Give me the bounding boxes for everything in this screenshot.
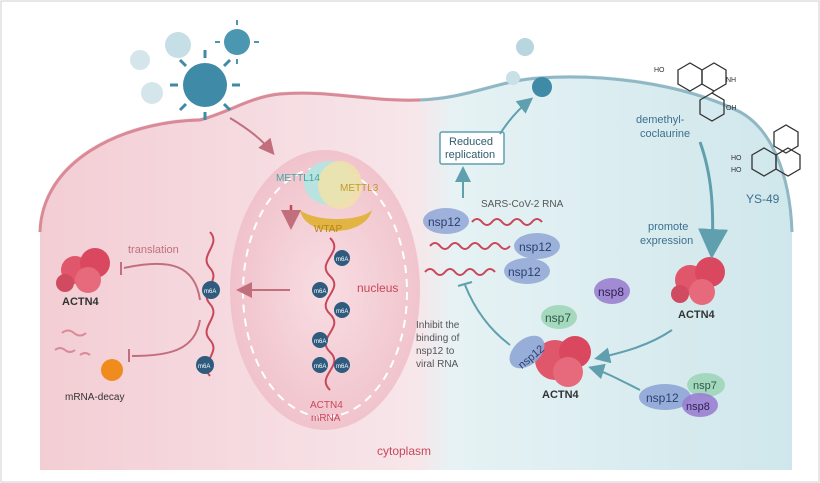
virus-icon	[165, 32, 191, 58]
nucleus-label: nucleus	[357, 281, 398, 295]
demethyl-oh-label: OH	[726, 105, 737, 112]
m6a-mark: m6A	[334, 302, 350, 318]
mrna-fragments	[54, 329, 91, 356]
inhibit-label-1: Inhibit the	[416, 320, 460, 331]
promote-label-1: promote	[648, 221, 688, 233]
cell-membrane-right	[419, 75, 794, 233]
inhibit-bar	[457, 281, 473, 287]
svg-text:m6A: m6A	[336, 309, 348, 315]
ys49-ho-label: HO	[731, 155, 742, 162]
actn4-left-label: ACTN4	[62, 296, 100, 308]
ys49-ho-label-2: HO	[731, 167, 742, 174]
nsp7-protein: nsp7	[541, 305, 577, 329]
svg-text:m6A: m6A	[314, 364, 326, 370]
nuclear-mrna	[324, 237, 336, 391]
m6a-mark: m6A	[312, 282, 328, 298]
svg-text:m6A: m6A	[204, 289, 216, 295]
ys49-structure	[751, 124, 801, 177]
nsp12-protein: nsp12	[423, 208, 469, 234]
svg-text:m6A: m6A	[198, 364, 210, 370]
virus-icon	[141, 82, 163, 104]
m6a-mark: m6A	[312, 357, 328, 373]
svg-text:m6A: m6A	[336, 364, 348, 370]
wtap-label: WTAP	[314, 224, 342, 235]
mrna-decay-label: mRNA-decay	[65, 392, 124, 403]
m6a-mark: m6A	[196, 356, 214, 374]
translation-label: translation	[128, 244, 179, 256]
svg-text:nsp12: nsp12	[646, 391, 679, 405]
virus-icon	[215, 20, 259, 64]
reduced-label-2: replication	[445, 149, 495, 161]
nsp-complex: nsp12 nsp7 nsp8	[639, 373, 725, 417]
m6a-mark: m6A	[312, 332, 328, 348]
demethyl-nh-label: NH	[726, 77, 736, 84]
mettl14-label: METTL14	[276, 173, 320, 184]
nsp12-protein: nsp12	[514, 233, 560, 259]
demethyl-ho-label: HO	[654, 67, 665, 74]
svg-text:nsp7: nsp7	[545, 311, 571, 325]
mettl3-label: METTL3	[340, 183, 379, 194]
actn4-nsp12-complex: nsp12	[509, 335, 591, 387]
virus-icon	[516, 38, 534, 56]
inhibit-label-3: nsp12 to	[416, 346, 455, 357]
inhibit-label-4: viral RNA	[416, 359, 459, 370]
actn4-protein-left	[56, 248, 110, 293]
virus-icon	[506, 71, 520, 85]
nsp12-protein: nsp12	[504, 258, 550, 284]
svg-text:m6A: m6A	[314, 339, 326, 345]
cell-membrane-left	[38, 91, 421, 233]
translation-arrow	[123, 262, 201, 301]
m6a-mark: m6A	[334, 357, 350, 373]
viral-rna-strands	[424, 218, 543, 276]
complex-arrow	[588, 363, 641, 391]
demethyl-label-2: coclaurine	[640, 128, 690, 140]
sars-rna-label: SARS-CoV-2 RNA	[481, 199, 564, 210]
cytoplasm-mrna	[205, 231, 215, 377]
reduced-replication-box	[439, 131, 505, 165]
virus-cluster-right	[506, 38, 552, 97]
actn4-mrna-label-1: ACTN4	[310, 400, 343, 411]
svg-text:nsp7: nsp7	[693, 380, 717, 392]
reduced-label-1: Reduced	[449, 136, 493, 148]
wtap-protein	[300, 210, 372, 231]
virus-icon	[170, 50, 240, 120]
inhibit-arrow	[464, 284, 511, 346]
demethyl-arrow	[698, 141, 729, 259]
promote-label-2: expression	[640, 235, 693, 247]
release-arrow	[499, 97, 534, 135]
actn4-complex-label: ACTN4	[542, 389, 580, 401]
svg-text:m6A: m6A	[336, 257, 348, 263]
demethyl-label-1: demethyl-	[636, 114, 685, 126]
virus-icon	[130, 50, 150, 70]
entry-arrow	[229, 117, 275, 156]
ys49-label: YS-49	[746, 192, 780, 206]
actn4-right-label: ACTN4	[678, 309, 716, 321]
svg-text:nsp12: nsp12	[428, 215, 461, 229]
svg-text:m6A: m6A	[314, 289, 326, 295]
virus-icon	[532, 77, 552, 97]
svg-text:nsp8: nsp8	[686, 401, 710, 413]
decay-arrow	[131, 319, 201, 357]
exosome-icon	[101, 359, 123, 381]
mettl3-protein	[318, 161, 362, 209]
cytoplasm-label: cytoplasm	[377, 444, 431, 458]
demethylcoclaurine-structure	[677, 62, 727, 122]
actn4-mrna-label-2: mRNA	[311, 413, 341, 424]
actn4-binding-arrow	[594, 329, 673, 364]
m6a-mark: m6A	[202, 281, 220, 299]
svg-text:nsp12: nsp12	[508, 265, 541, 279]
svg-text:nsp8: nsp8	[598, 285, 624, 299]
m6a-mark: m6A	[334, 250, 350, 266]
inhibit-label-2: binding of	[416, 333, 460, 344]
virus-cluster-left	[130, 20, 259, 120]
nsp8-protein: nsp8	[594, 278, 630, 304]
actn4-protein-right	[671, 257, 725, 305]
svg-text:nsp12: nsp12	[519, 240, 552, 254]
